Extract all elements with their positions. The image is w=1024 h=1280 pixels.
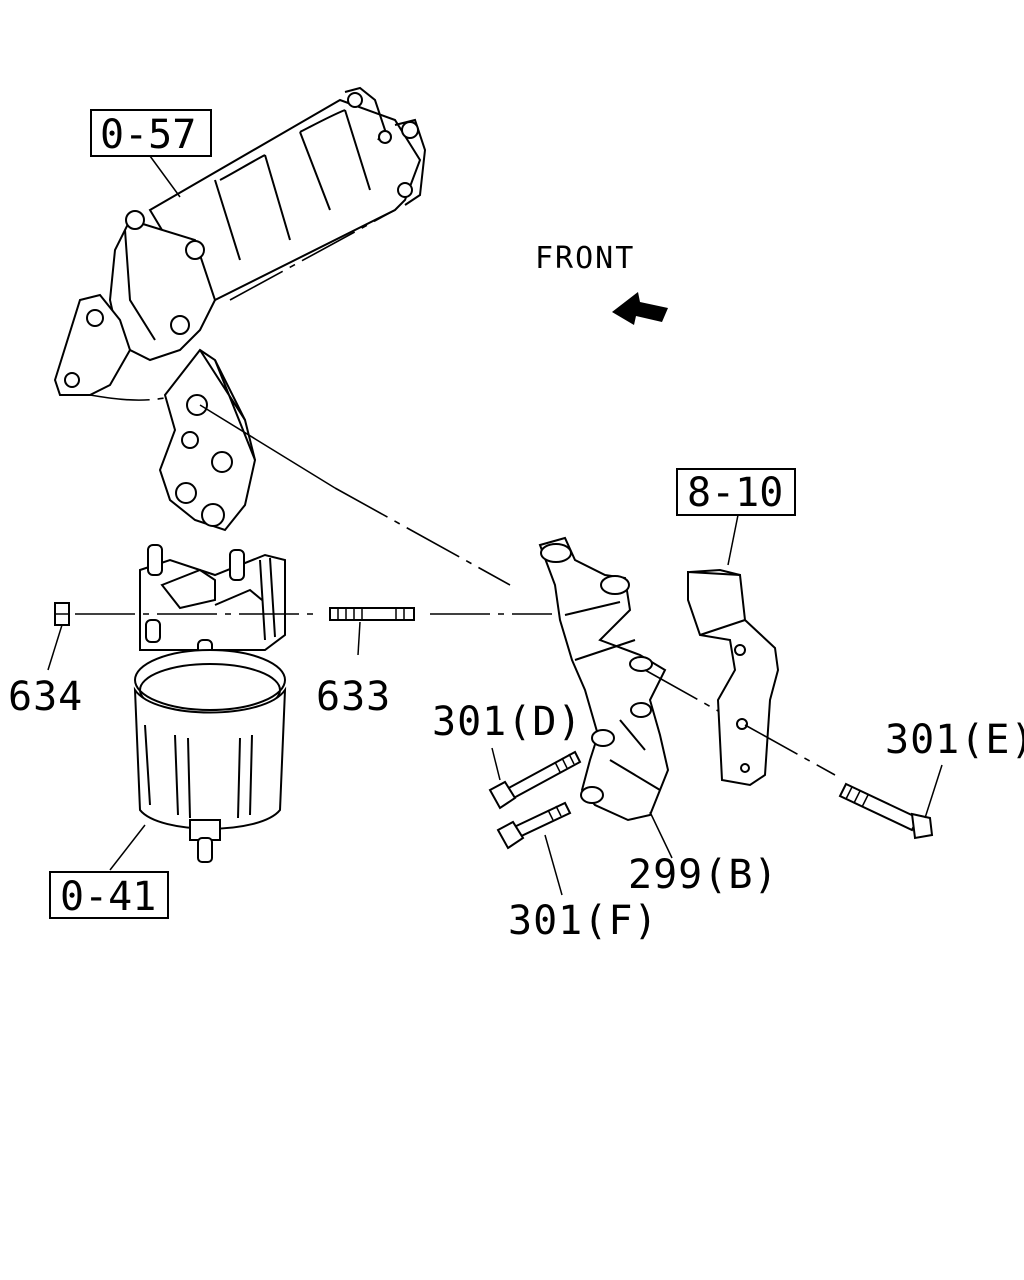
part-299b-bracket[interactable]: 299(B) [538, 536, 779, 898]
centerline-bracket-plate [644, 669, 721, 713]
bolt-301f[interactable]: 301(F) [496, 801, 659, 944]
part-633-label: 633 [316, 674, 391, 720]
reference-box-8-10[interactable]: 8-10 [676, 468, 796, 566]
mounting-plate-8-10[interactable] [687, 568, 780, 787]
ref-8-10-label: 8-10 [687, 470, 783, 516]
part-634-nut[interactable]: 634 [8, 602, 83, 720]
exhaust-manifold-assembly [53, 86, 511, 586]
reference-box-0-57[interactable]: 0-57 [90, 109, 212, 198]
centerline-plate-301e [744, 724, 836, 776]
bolt-301f-label: 301(F) [508, 898, 659, 944]
part-634-label: 634 [8, 674, 83, 720]
front-direction-indicator: FRONT [535, 241, 668, 325]
bolt-301d[interactable]: 301(D) [432, 699, 583, 810]
bolt-301d-label: 301(D) [432, 699, 583, 745]
ref-0-41-label: 0-41 [60, 874, 156, 920]
front-label: FRONT [535, 241, 635, 276]
bolt-301e-label: 301(E) [885, 717, 1024, 763]
reference-box-0-41[interactable]: 0-41 [49, 871, 169, 920]
bolt-301e[interactable]: 301(E) [838, 717, 1024, 840]
part-299b-label: 299(B) [628, 852, 779, 898]
fuel-filter-assembly [109, 544, 287, 871]
ref-0-57-label: 0-57 [100, 112, 196, 158]
front-arrow-icon [612, 292, 668, 325]
part-633-stud[interactable]: 633 [316, 607, 415, 720]
